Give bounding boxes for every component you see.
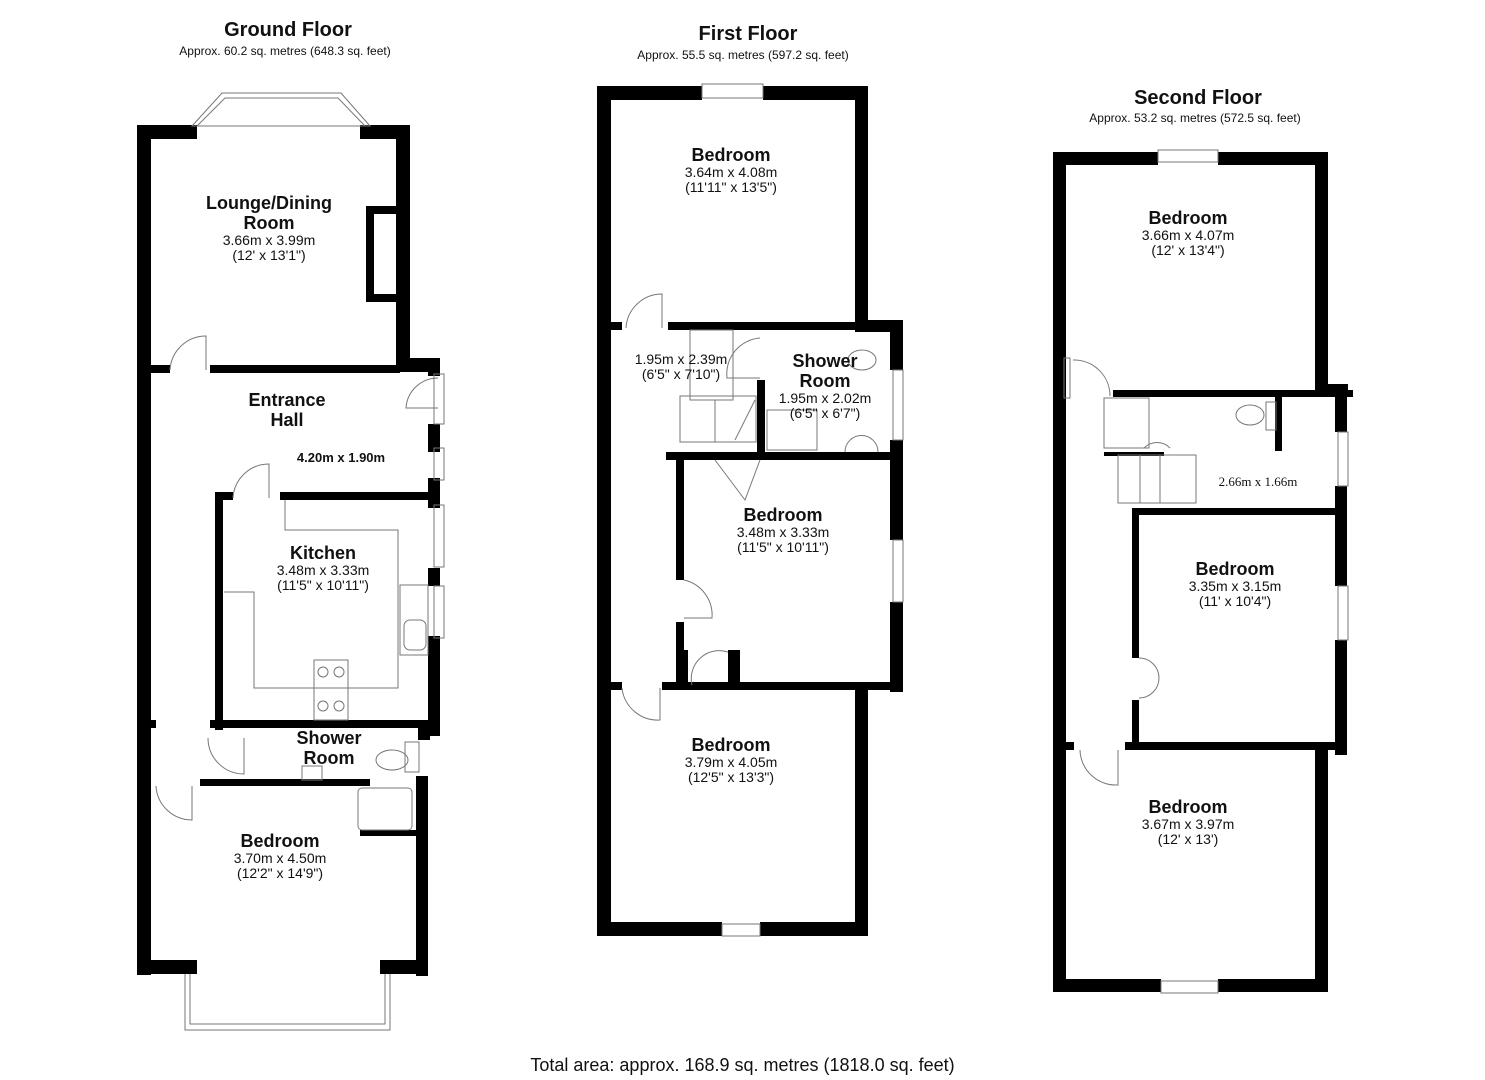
- ground-fixtures: [155, 92, 445, 1031]
- room-dimensions-metric: 3.66m x 3.99m: [222, 232, 316, 248]
- room-dimensions-imperial: (12' x 13'1"): [232, 247, 306, 263]
- first-floor-area: Approx. 55.5 sq. metres (597.2 sq. feet): [637, 48, 849, 62]
- room-dimensions-metric: 2.66m x 1.66m: [1218, 474, 1298, 489]
- room-bedroom-ground: Bedroom 3.70m x 4.50m (12'2" x 14'9"): [234, 831, 327, 881]
- room-kitchen: Kitchen 3.48m x 3.33m (11'5" x 10'11"): [277, 543, 370, 593]
- second-fixtures: [1063, 149, 1349, 994]
- total-area: Total area: approx. 168.9 sq. metres (18…: [530, 1055, 955, 1075]
- ground-floor-title: Ground Floor: [224, 19, 352, 41]
- room-dimensions-metric: 3.48m x 3.33m: [736, 524, 830, 540]
- room-dimensions-metric: 1.95m x 2.39m: [634, 351, 728, 367]
- room-dimensions-metric: 3.79m x 4.05m: [684, 754, 778, 770]
- first-floor-title: First Floor: [698, 23, 798, 45]
- room-name: Shower: [792, 351, 858, 371]
- room-dimensions-metric: 3.48m x 3.33m: [276, 562, 370, 578]
- second-floor-plan: [1053, 152, 1353, 992]
- second-floor-title: Second Floor: [1134, 87, 1262, 109]
- room-name: Room: [243, 213, 295, 233]
- room-dimensions-imperial: (12'2" x 14'9"): [236, 865, 324, 881]
- first-fixtures: [621, 83, 904, 937]
- room-dimensions-imperial: (12' x 13'4"): [1151, 242, 1225, 258]
- room-dimensions-metric: 4.20m x 1.90m: [296, 450, 386, 465]
- room-name: Bedroom: [743, 505, 823, 525]
- room-name: Room: [303, 748, 355, 768]
- room-shower-ground: Shower Room: [296, 728, 361, 768]
- room-name: Bedroom: [1148, 208, 1228, 228]
- room-entrance-hall: Entrance Hall: [248, 390, 325, 430]
- room-dimensions-imperial: (12'5" x 13'3"): [687, 769, 775, 785]
- room-dimensions-imperial: (11'5" x 10'11"): [277, 577, 369, 593]
- room-dimensions-metric: 3.35m x 3.15m: [1188, 578, 1282, 594]
- room-dimensions-metric: 3.64m x 4.08m: [684, 164, 778, 180]
- room-dimensions-metric: 3.70m x 4.50m: [233, 850, 327, 866]
- room-dimensions-imperial: (12' x 13'): [1157, 831, 1219, 847]
- room-bedroom-second-rear: Bedroom 3.67m x 3.97m (12' x 13'): [1142, 797, 1235, 847]
- room-dimensions-metric: 3.66m x 4.07m: [1141, 227, 1235, 243]
- room-name: Bedroom: [1195, 559, 1275, 579]
- room-lounge-dining: Lounge/Dining Room 3.66m x 3.99m (12' x …: [206, 193, 332, 263]
- ground-floor-area: Approx. 60.2 sq. metres (648.3 sq. feet): [179, 44, 391, 58]
- room-dimensions-imperial: (6'5" x 6'7"): [789, 405, 861, 421]
- room-name: Bedroom: [240, 831, 320, 851]
- room-bedroom-second-front: Bedroom 3.66m x 4.07m (12' x 13'4"): [1142, 208, 1235, 258]
- room-bedroom-first-middle: Bedroom 3.48m x 3.33m (11'5" x 10'11"): [737, 505, 830, 555]
- room-dimensions-imperial: (11'11" x 13'5"): [685, 179, 777, 195]
- room-dimensions-imperial: (11'5" x 10'11"): [737, 539, 829, 555]
- room-bedroom-first-rear: Bedroom 3.79m x 4.05m (12'5" x 13'3"): [685, 735, 778, 785]
- room-name: Kitchen: [289, 543, 357, 563]
- room-dimensions-metric: 3.67m x 3.97m: [1141, 816, 1235, 832]
- room-name: Bedroom: [1148, 797, 1228, 817]
- room-name: Lounge/Dining: [206, 193, 332, 213]
- ground-floor-plan: [137, 125, 440, 976]
- room-landing-first: 1.95m x 2.39m (6'5" x 7'10"): [635, 352, 728, 382]
- room-name: Shower: [296, 728, 362, 748]
- room-shower-first: Shower Room 1.95m x 2.02m (6'5" x 6'7"): [779, 351, 872, 421]
- room-name: Bedroom: [691, 145, 771, 165]
- second-floor-area: Approx. 53.2 sq. metres (572.5 sq. feet): [1089, 111, 1301, 125]
- room-bedroom-first-front: Bedroom 3.64m x 4.08m (11'11" x 13'5"): [685, 145, 778, 195]
- room-dimensions-imperial: (6'5" x 7'10"): [641, 366, 721, 382]
- room-name: Entrance: [248, 390, 326, 410]
- room-name: Hall: [270, 410, 304, 430]
- room-dimensions-metric: 1.95m x 2.02m: [778, 390, 872, 406]
- room-name: Room: [799, 371, 851, 391]
- ground-west-wall: [137, 125, 151, 975]
- room-dimensions-imperial: (11' x 10'4"): [1198, 593, 1272, 609]
- room-name: Bedroom: [691, 735, 771, 755]
- first-floor-plan: [597, 86, 903, 936]
- room-bedroom-second-middle: Bedroom 3.35m x 3.15m (11' x 10'4"): [1189, 559, 1282, 609]
